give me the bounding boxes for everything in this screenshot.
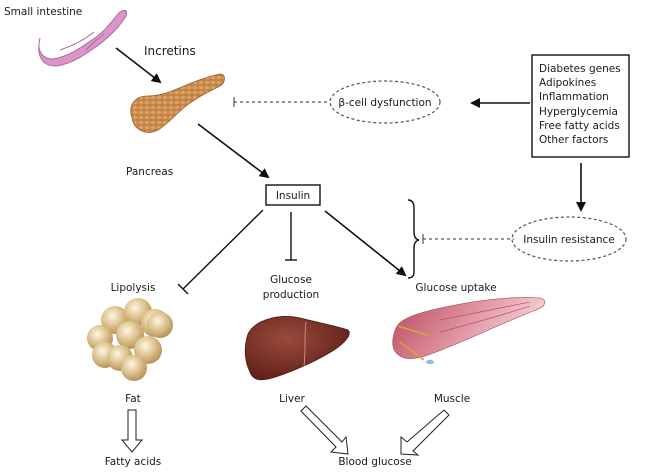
fat-to-fatty-acids-arrow bbox=[120, 409, 144, 453]
small-intestine-image bbox=[38, 9, 127, 67]
muscle-to-blood-glucose-arrow bbox=[400, 409, 450, 456]
glucose-uptake-label: Glucose uptake bbox=[415, 282, 496, 294]
risk-factor-item: Hyperglycemia bbox=[539, 106, 618, 118]
liver-label: Liver bbox=[279, 393, 305, 405]
small-intestine-label: Small intestine bbox=[4, 6, 82, 18]
liver-to-blood-glucose-arrow bbox=[300, 405, 349, 455]
glucose-production-label-line1: Glucose bbox=[270, 274, 312, 286]
pancreas-to-insulin-arrow bbox=[197, 123, 270, 179]
pancreas-label: Pancreas bbox=[126, 166, 173, 178]
fat-cells-image bbox=[87, 298, 173, 381]
risk-factor-item: Adipokines bbox=[539, 77, 596, 89]
risk-factors-list: Diabetes genes Adipokines Inflammation H… bbox=[539, 63, 621, 146]
risk-factor-item: Free fatty acids bbox=[539, 120, 620, 132]
insulin-resistance-label: Insulin resistance bbox=[523, 234, 615, 246]
muscle-label: Muscle bbox=[434, 393, 470, 405]
insulin-to-glucose-uptake-arrow bbox=[324, 210, 407, 277]
pancreas-image bbox=[130, 73, 225, 133]
fat-label: Fat bbox=[125, 393, 141, 405]
insulin-label: Insulin bbox=[276, 190, 310, 202]
insulin-resistance-ellipse bbox=[511, 216, 627, 262]
risk-factors-box bbox=[531, 54, 630, 158]
risk-factor-item: Inflammation bbox=[539, 91, 609, 103]
risk-factor-item: Diabetes genes bbox=[539, 63, 621, 75]
blood-glucose-label: Blood glucose bbox=[338, 456, 411, 468]
beta-cell-dysfunction-label: β-cell dysfunction bbox=[338, 97, 431, 109]
risk-factor-item: Other factors bbox=[539, 134, 608, 146]
insulin-inhibits-lipolysis-line bbox=[182, 209, 264, 290]
incretins-label: Incretins bbox=[144, 44, 196, 58]
insulin-box bbox=[265, 184, 321, 206]
lipolysis-label: Lipolysis bbox=[111, 282, 156, 294]
glucose-uptake-bracket bbox=[407, 199, 420, 279]
fatty-acids-label: Fatty acids bbox=[105, 456, 162, 468]
muscle-image bbox=[392, 297, 546, 365]
liver-image bbox=[244, 316, 350, 381]
glucose-production-label-line2: production bbox=[263, 289, 319, 301]
incretins-arrow bbox=[115, 47, 162, 84]
lipolysis-inhibition-bar bbox=[177, 283, 189, 295]
beta-cell-dysfunction-ellipse bbox=[329, 80, 441, 124]
